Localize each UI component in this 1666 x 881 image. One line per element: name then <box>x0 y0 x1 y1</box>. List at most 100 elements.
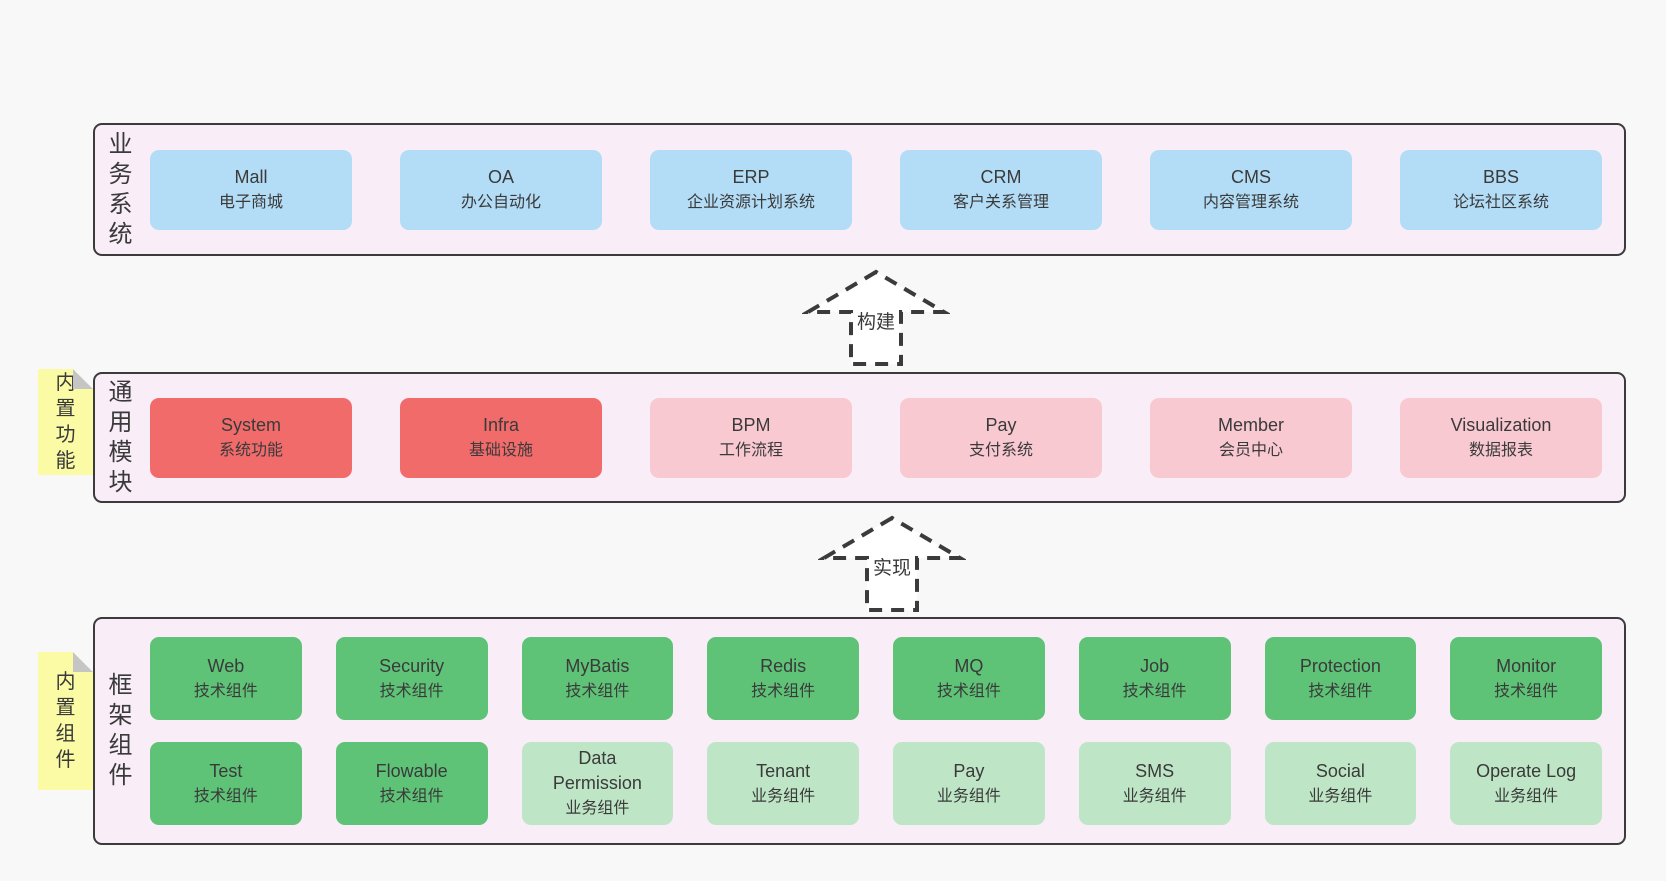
node-name: Operate Log <box>1476 760 1577 781</box>
module-nodes: System 系统功能 Infra 基础设施 BPM 工作流程 Pay 支付系统… <box>150 374 1602 501</box>
node-subtitle: 业务组件 <box>565 800 630 817</box>
node-name: CMS <box>1231 166 1271 187</box>
node-subtitle: 技术组件 <box>751 682 816 700</box>
node-operate-log: Operate Log 业务组件 <box>1450 742 1602 825</box>
arrow-build: 构建 <box>802 266 950 368</box>
node-subtitle: 工作流程 <box>718 441 783 459</box>
framework-nodes: Web 技术组件 Security 技术组件 MyBatis 技术组件 Redi… <box>150 619 1602 843</box>
node-subtitle: 技术组件 <box>379 682 444 700</box>
node-crm: CRM 客户关系管理 <box>900 149 1102 230</box>
node-social: Social 业务组件 <box>1264 742 1417 825</box>
node-subtitle: 支付系统 <box>968 441 1033 459</box>
node-oa: OA 办公自动化 <box>400 149 602 230</box>
node-name: ERP <box>732 166 770 187</box>
node-tenant: Tenant 业务组件 <box>707 742 859 825</box>
band-common-modules: 通用模块 System 系统功能 Infra 基础设施 BPM 工作流程 Pay… <box>93 372 1626 503</box>
business-nodes: Mall 电子商城 OA 办公自动化 ERP 企业资源计划系统 CRM 客户关系… <box>150 125 1602 254</box>
node-name: Member <box>1217 414 1284 435</box>
sticky-note-text: 内置组件 <box>55 671 76 771</box>
sticky-note-built-in-components: 内置组件 <box>38 652 93 790</box>
node-name: Pay <box>985 414 1017 435</box>
node-visualization: Visualization 数据报表 <box>1400 397 1602 478</box>
node-infra: Infra 基础设施 <box>400 397 602 478</box>
node-pay: Pay 支付系统 <box>900 397 1102 478</box>
folded-corner-icon <box>73 369 93 389</box>
node-subtitle: 业务组件 <box>1122 787 1187 805</box>
node-name: System <box>220 414 281 435</box>
node-redis: Redis 技术组件 <box>707 637 859 720</box>
node-subtitle: 技术组件 <box>936 682 1001 700</box>
node-monitor: Monitor 技术组件 <box>1450 637 1602 720</box>
node-erp: ERP 企业资源计划系统 <box>650 149 852 230</box>
sticky-note-built-in-features: 内置功能 <box>38 369 93 475</box>
node-name: Job <box>1140 655 1170 676</box>
band-modules-label: 通用模块 <box>108 378 133 496</box>
node-name: Mall <box>234 166 268 187</box>
node-mall: Mall 电子商城 <box>150 149 352 230</box>
node-subtitle: 技术组件 <box>193 787 258 805</box>
sticky-note-text: 内置功能 <box>55 372 76 472</box>
node-name: BPM <box>731 414 771 435</box>
node-subtitle: 技术组件 <box>193 682 258 700</box>
node-name: Test <box>209 760 243 781</box>
framework-row-1: Web 技术组件 Security 技术组件 MyBatis 技术组件 Redi… <box>150 637 1602 720</box>
node-subtitle: 会员中心 <box>1218 441 1283 459</box>
node-protection: Protection 技术组件 <box>1264 637 1417 720</box>
framework-row-2: Test 技术组件 Flowable 技术组件 Data Permission … <box>150 742 1602 825</box>
node-subtitle: 技术组件 <box>1308 682 1373 700</box>
node-name: Web <box>207 655 245 676</box>
node-subtitle: 客户关系管理 <box>952 193 1049 211</box>
node-name: Monitor <box>1496 655 1557 676</box>
node-member: Member 会员中心 <box>1150 397 1352 478</box>
band-business-systems: 业务系统 Mall 电子商城 OA 办公自动化 ERP 企业资源计划系统 CRM… <box>93 123 1626 256</box>
node-name: MyBatis <box>565 655 630 676</box>
band-label-wrap: 框架组件 <box>107 619 134 843</box>
node-data-permission: Data Permission 业务组件 <box>521 742 674 825</box>
node-subtitle: 企业资源计划系统 <box>686 193 815 211</box>
node-mybatis: MyBatis 技术组件 <box>521 637 674 720</box>
node-name: Tenant <box>756 760 811 781</box>
node-subtitle: 业务组件 <box>1494 787 1559 805</box>
node-name: CRM <box>980 166 1022 187</box>
arrow-build-label: 构建 <box>853 311 899 335</box>
band-label-wrap: 业务系统 <box>107 125 134 254</box>
node-name: Social <box>1315 760 1365 781</box>
node-subtitle: 数据报表 <box>1468 441 1533 459</box>
node-name: Redis <box>760 655 807 676</box>
node-name: BBS <box>1482 166 1520 187</box>
node-cms: CMS 内容管理系统 <box>1150 149 1352 230</box>
node-flowable: Flowable 技术组件 <box>335 742 488 825</box>
node-name: MQ <box>954 655 984 676</box>
arrow-implement-label: 实现 <box>869 557 915 581</box>
node-name: OA <box>487 166 514 187</box>
node-test: Test 技术组件 <box>150 742 302 825</box>
node-subtitle: 论坛社区系统 <box>1452 193 1549 211</box>
node-subtitle: 技术组件 <box>379 787 444 805</box>
node-subtitle: 内容管理系统 <box>1202 193 1299 211</box>
node-bbs: BBS 论坛社区系统 <box>1400 149 1602 230</box>
arrow-implement: 实现 <box>818 512 966 614</box>
node-name: Infra <box>482 414 520 435</box>
node-name: Security <box>379 655 445 676</box>
node-subtitle: 电子商城 <box>218 193 283 211</box>
node-web: Web 技术组件 <box>150 637 302 720</box>
band-label-wrap: 通用模块 <box>107 374 134 501</box>
node-name: Visualization <box>1450 414 1552 435</box>
node-subtitle: 技术组件 <box>1494 682 1559 700</box>
node-name: SMS <box>1135 760 1175 781</box>
node-name: Pay <box>953 760 985 781</box>
band-framework-label: 框架组件 <box>108 672 133 789</box>
node-security: Security 技术组件 <box>335 637 488 720</box>
node-subtitle: 基础设施 <box>468 441 533 459</box>
node-subtitle: 业务组件 <box>1308 787 1373 805</box>
node-name: Protection <box>1299 655 1381 676</box>
node-sms: SMS 业务组件 <box>1078 742 1231 825</box>
node-system: System 系统功能 <box>150 397 352 478</box>
node-subtitle: 办公自动化 <box>460 193 541 211</box>
node-bpm: BPM 工作流程 <box>650 397 852 478</box>
node-name: Flowable <box>375 760 448 781</box>
band-framework-components: 框架组件 Web 技术组件 Security 技术组件 MyBatis 技术组件… <box>93 617 1626 845</box>
node-name: Data Permission <box>552 748 642 793</box>
node-subtitle: 系统功能 <box>218 441 283 459</box>
